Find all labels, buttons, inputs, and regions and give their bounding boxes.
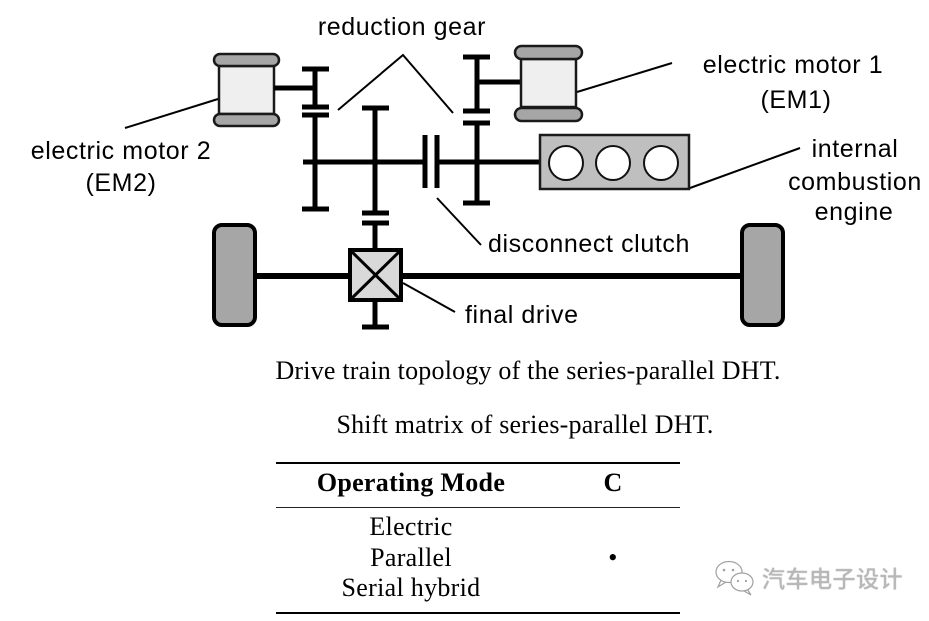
drivetrain-topology-diagram: reduction gear electric motor 1 (EM1) el… xyxy=(31,13,922,330)
reduction-gear-leader-line xyxy=(337,53,454,114)
electric-motor-2 xyxy=(212,52,281,128)
em1-reduction-gear xyxy=(463,54,490,206)
cell-c: • xyxy=(608,542,618,572)
engine-leader-line xyxy=(689,147,801,189)
disconnect-clutch xyxy=(422,135,440,188)
table-row: Electric xyxy=(276,512,680,543)
final-drive-cross xyxy=(348,248,403,302)
clutch-leader-line xyxy=(436,197,482,246)
em1-bottom-cap xyxy=(513,106,584,123)
table-caption: Shift matrix of series-parallel DHT. xyxy=(336,410,714,439)
table-bottom-rule xyxy=(276,612,680,614)
cell-operating-mode: Electric xyxy=(369,512,453,541)
label-combustion: combustion xyxy=(788,168,922,196)
table-row: Serial hybrid xyxy=(276,573,680,604)
em2-bottom-cap xyxy=(212,112,281,128)
internal-combustion-engine xyxy=(538,133,691,191)
column-header-operating-mode: Operating Mode xyxy=(316,468,506,497)
label-electric-motor-2: electric motor 2 xyxy=(31,137,212,165)
table-header-row: Operating Mode C xyxy=(276,464,680,507)
label-internal: internal xyxy=(812,135,899,163)
em1-body xyxy=(519,57,578,109)
wechat-icon xyxy=(715,560,754,596)
label-engine: engine xyxy=(815,198,894,226)
label-final-drive: final drive xyxy=(465,301,579,329)
cell-operating-mode: Parallel xyxy=(370,542,452,572)
cell-operating-mode: Serial hybrid xyxy=(341,573,481,602)
em2-leader-line xyxy=(124,98,219,129)
column-header-c: C xyxy=(603,468,623,497)
label-em2: (EM2) xyxy=(85,169,156,197)
table-header-rule xyxy=(276,507,680,508)
label-reduction-gear: reduction gear xyxy=(318,13,486,41)
right-wheel xyxy=(740,223,785,327)
engine-cylinder xyxy=(595,145,631,181)
shift-matrix-table: Operating Mode C Electric Parallel • Ser… xyxy=(276,462,680,614)
final-drive-leader-line xyxy=(402,282,456,313)
em1-top-cap xyxy=(513,44,584,61)
table-body: Electric Parallel • Serial hybrid xyxy=(276,508,680,612)
em1-leader-line xyxy=(576,62,673,93)
electric-motor-1 xyxy=(513,44,584,123)
figure-caption: Drive train topology of the series-paral… xyxy=(275,356,781,385)
final-drive xyxy=(348,248,403,302)
engine-cylinder xyxy=(643,145,679,181)
left-wheel xyxy=(212,223,257,327)
table-row: Parallel • xyxy=(276,543,680,574)
output-gear xyxy=(362,105,389,330)
cell-c xyxy=(546,573,680,604)
em2-body xyxy=(217,64,276,116)
label-em1: (EM1) xyxy=(760,86,831,114)
label-disconnect-clutch: disconnect clutch xyxy=(488,230,690,258)
table-top-rule xyxy=(276,462,680,464)
cell-c xyxy=(546,512,680,543)
watermark-text: 汽车电子设计 xyxy=(762,567,903,593)
engine-cylinder xyxy=(548,145,584,181)
label-electric-motor-1: electric motor 1 xyxy=(703,51,884,79)
em2-top-cap xyxy=(212,52,281,68)
